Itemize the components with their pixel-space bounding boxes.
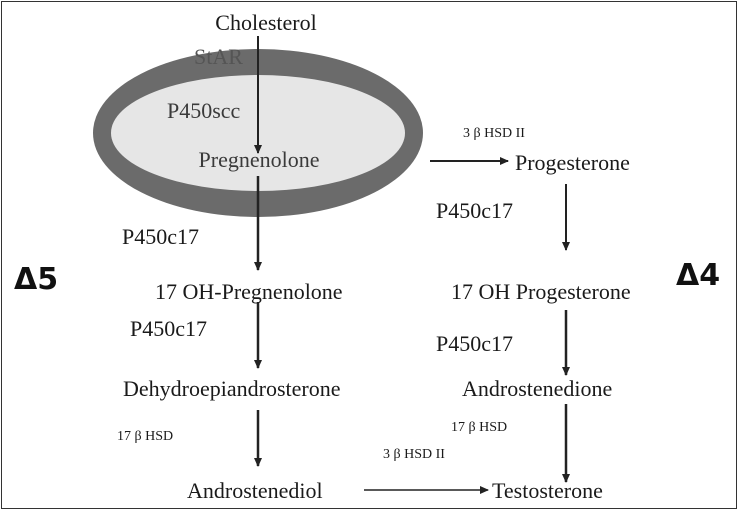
- enzyme-p450scc: P450scc: [167, 98, 241, 123]
- node-dhea: Dehydroepiandrosterone: [123, 376, 341, 401]
- enzyme-p450c17-left-upper: P450c17: [122, 224, 199, 249]
- enzyme-17b-hsd-right: 17 β HSD: [451, 420, 508, 435]
- node-17oh-pregnenolone: 17 OH-Pregnenolone: [155, 279, 343, 304]
- enzyme-p450c17-right-lower: P450c17: [436, 331, 513, 356]
- node-androstenedione: Androstenedione: [462, 376, 613, 401]
- enzyme-3b-hsd-top: 3 β HSD II: [463, 126, 525, 141]
- enzyme-p450c17-right-upper: P450c17: [436, 198, 513, 223]
- enzyme-17b-hsd-left: 17 β HSD: [117, 429, 174, 444]
- node-cholesterol: Cholesterol: [215, 10, 317, 35]
- pathway-delta4-label: Δ4: [676, 258, 721, 293]
- node-testosterone: Testosterone: [492, 478, 603, 503]
- node-pregnenolone: Pregnenolone: [198, 147, 320, 172]
- node-progesterone: Progesterone: [515, 150, 630, 175]
- pathway-delta5-label: Δ5: [14, 262, 59, 297]
- enzyme-star: StAR: [194, 44, 243, 69]
- enzyme-p450c17-left-lower: P450c17: [130, 316, 207, 341]
- enzyme-3b-hsd-bottom: 3 β HSD II: [383, 447, 445, 462]
- node-androstenediol: Androstenediol: [187, 478, 323, 503]
- node-17oh-progesterone: 17 OH Progesterone: [451, 279, 631, 304]
